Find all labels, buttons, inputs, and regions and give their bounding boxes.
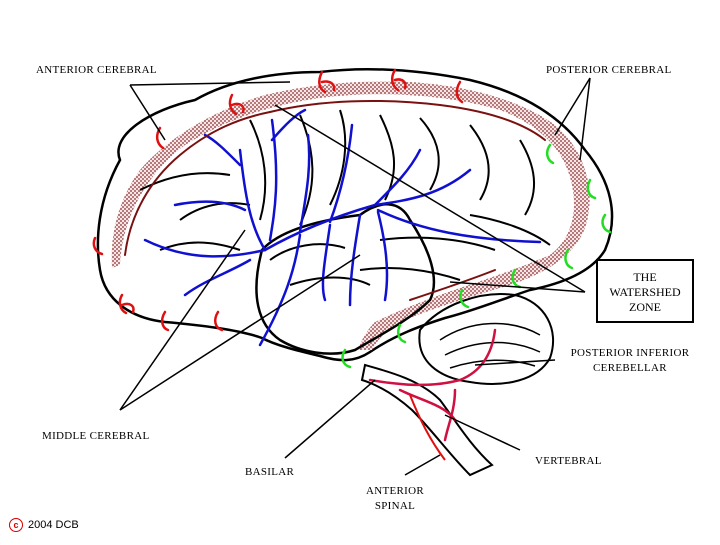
anterior-cerebral-terminals [92, 68, 464, 332]
label-posterior-inferior-cerebellar: POSTERIOR INFERIOR CEREBELLAR [555, 346, 705, 376]
label-posterior-inferior-line-1: POSTERIOR INFERIOR [570, 347, 690, 359]
posterior-inferior-cerebellar-vessel [368, 328, 497, 442]
cerebrum-outline [96, 67, 614, 362]
watershed-line-2: WATERSHED [609, 285, 681, 299]
sulci [139, 109, 551, 286]
label-posterior-cerebral: POSTERIOR CEREBRAL [546, 64, 672, 76]
watershed-line-1: THE [633, 270, 657, 284]
label-vertebral: VERTEBRAL [535, 455, 602, 467]
label-anterior-spinal-line-1: ANTERIOR [365, 485, 424, 497]
copyright-text: 2004 DCB [28, 519, 79, 531]
label-basilar: BASILAR [245, 466, 295, 478]
label-anterior-spinal: ANTERIOR SPINAL [350, 484, 440, 514]
leader-lines [119, 77, 591, 476]
label-anterior-spinal-line-2: SPINAL [374, 500, 416, 512]
copyright-icon: c [9, 518, 23, 532]
watershed-line-3: ZONE [629, 300, 661, 314]
label-middle-cerebral: MIDDLE CEREBRAL [42, 430, 150, 442]
anterior-cerebral-inner-vessels [124, 99, 546, 301]
copyright-notice: c 2004 DCB [9, 518, 79, 532]
anterior-spinal-vessel [409, 394, 446, 461]
label-posterior-inferior-line-2: CEREBELLAR [593, 362, 667, 374]
label-anterior-cerebral: ANTERIOR CEREBRAL [36, 64, 157, 76]
cerebellum-outline [418, 293, 555, 385]
watershed-zone-box: THE WATERSHED ZONE [596, 259, 694, 323]
